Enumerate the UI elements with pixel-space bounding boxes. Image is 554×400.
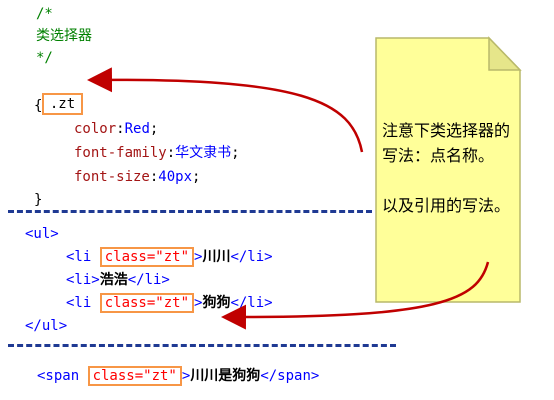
sticky-note-shape <box>375 36 522 303</box>
prop-font-size: font-size <box>74 169 150 185</box>
li-tag-close: > <box>194 295 203 311</box>
li-tag-close: > <box>194 249 203 265</box>
span-open-tag: <span <box>37 368 88 384</box>
list-item: <li class="zt">狗狗</li> <box>66 293 273 313</box>
li-text: 川川 <box>202 249 231 265</box>
span-tag-close: > <box>181 368 191 384</box>
selector-line: .zt <box>25 73 84 115</box>
class-attr: class="zt" <box>104 249 190 265</box>
span-end-tag: </span> <box>260 368 320 384</box>
li-end-tag: </li> <box>127 272 170 288</box>
ul-open: <ul> <box>25 226 59 242</box>
list-item: <li>浩浩</li> <box>66 270 170 290</box>
prop-color: color <box>74 121 117 137</box>
sticky-note: 注意下类选择器的写法：点名称。 以及引用的写法。 <box>374 36 522 306</box>
li-open-tag: <li> <box>66 272 100 288</box>
arrow-to-class-attr <box>221 261 490 330</box>
class-attr: class="zt" <box>92 368 177 384</box>
li-open-tag: <li <box>66 249 100 265</box>
comment-open: /* <box>36 6 53 22</box>
class-highlight: class="zt" <box>87 366 182 386</box>
divider-bottom <box>8 344 396 347</box>
brace-close: } <box>34 192 43 208</box>
declaration-color: color:Red; <box>74 121 159 137</box>
span-line: <span class="zt">川川是狗狗</span> <box>37 366 319 386</box>
value-font-family: 华文隶书 <box>175 145 232 161</box>
brace-open: { <box>34 98 43 114</box>
value-font-size: 40px <box>158 169 193 185</box>
li-open-tag: <li <box>66 295 100 311</box>
li-text: 浩浩 <box>99 272 128 288</box>
ul-close: </ul> <box>25 318 68 334</box>
class-highlight: class="zt" <box>99 293 195 313</box>
list-item: <li class="zt">川川</li> <box>66 247 273 267</box>
li-end-tag: </li> <box>230 249 273 265</box>
declaration-font-size: font-size:40px; <box>74 169 201 185</box>
selector-text: .zt <box>49 96 76 112</box>
span-text: 川川是狗狗 <box>190 368 261 384</box>
comment-text: 类选择器 <box>36 28 92 44</box>
selector-highlight: .zt <box>41 93 84 115</box>
value-color: Red <box>124 121 150 137</box>
declaration-font-family: font-family:华文隶书; <box>74 145 240 161</box>
divider-top <box>8 210 372 213</box>
arrow-to-selector <box>87 67 364 153</box>
class-highlight: class="zt" <box>99 247 195 267</box>
class-attr: class="zt" <box>104 295 190 311</box>
prop-font-family: font-family <box>74 145 167 161</box>
comment-close: */ <box>36 50 53 66</box>
note-text: 注意下类选择器的写法：点名称。 以及引用的写法。 <box>382 121 511 215</box>
